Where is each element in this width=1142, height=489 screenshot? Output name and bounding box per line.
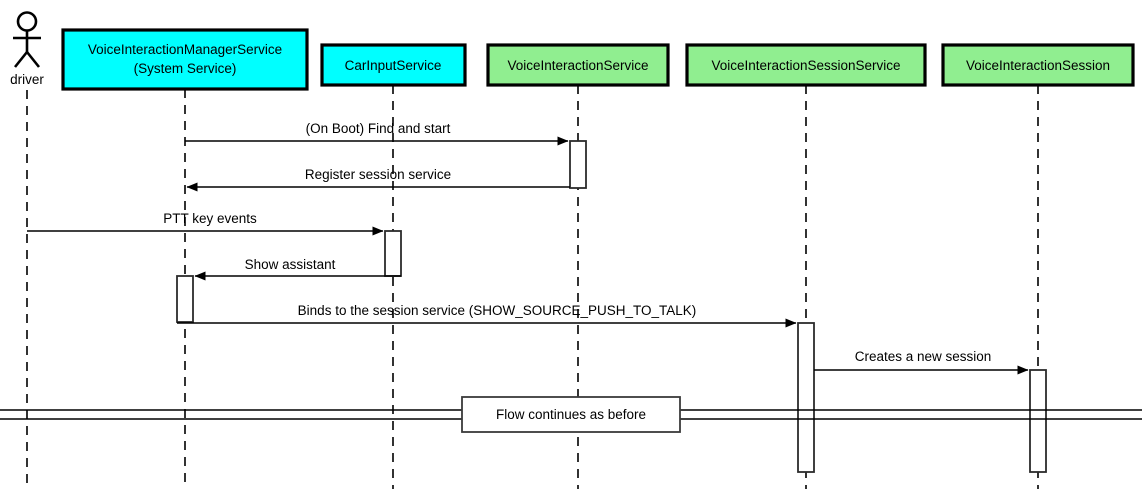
actor-leg-left-icon [13, 51, 29, 68]
actor-driver: driver [10, 11, 44, 87]
participant-label-vis: VoiceInteractionService [507, 58, 648, 73]
participant-label-vsession: VoiceInteractionSession [966, 58, 1110, 73]
participant-label-viss: VoiceInteractionSessionService [711, 58, 900, 73]
participant-box-vis[interactable] [486, 43, 670, 87]
message-label-m4: Show assistant [245, 257, 336, 272]
participant-cis[interactable]: CarInputService [320, 43, 467, 87]
actor-leg-right-icon [25, 51, 41, 68]
participant-vis[interactable]: VoiceInteractionService [486, 43, 670, 87]
participant-box-viss[interactable] [685, 43, 927, 87]
activation-bar-vis [569, 140, 587, 189]
activation-bar-viss [797, 322, 815, 473]
activation-bar-cis [384, 230, 402, 277]
participant-box-vims[interactable] [61, 28, 309, 91]
message-label-m3: PTT key events [163, 211, 257, 226]
participant-label-vims-line1: VoiceInteractionManagerService [88, 42, 282, 57]
message-register-session-service: Register session service [186, 167, 570, 192]
participant-label-vims-line2: (System Service) [134, 61, 237, 76]
actor-head-icon [16, 11, 38, 32]
flow-note-label: Flow continues as before [496, 407, 646, 422]
activation-bar-vsession [1029, 369, 1047, 473]
participant-box-cis[interactable] [320, 43, 467, 87]
message-label-m6: Creates a new session [855, 349, 992, 364]
participant-vims[interactable]: VoiceInteractionManagerService (System S… [61, 28, 309, 91]
message-show-assistant: Show assistant [194, 257, 401, 281]
participant-label-cis: CarInputService [345, 58, 442, 73]
message-label-m2: Register session service [305, 167, 451, 182]
message-ptt-key-events: PTT key events [27, 211, 384, 236]
activation-bar-vims [176, 275, 194, 323]
message-binds-to-session-service: Binds to the session service (SHOW_SOURC… [177, 303, 797, 328]
activations-group [176, 140, 1047, 473]
message-label-m1: (On Boot) Find and start [306, 121, 451, 136]
message-label-m5: Binds to the session service (SHOW_SOURC… [298, 303, 697, 318]
message-on-boot-find-and-start: (On Boot) Find and start [185, 121, 569, 146]
participant-box-vsession[interactable] [941, 43, 1135, 87]
flow-break-divider: Flow continues as before [0, 396, 1142, 433]
message-creates-a-new-session: Creates a new session [814, 349, 1029, 375]
participant-viss[interactable]: VoiceInteractionSessionService [685, 43, 927, 87]
participant-vsession[interactable]: VoiceInteractionSession [941, 43, 1135, 87]
actor-label-driver: driver [10, 72, 44, 87]
flow-note-box [461, 396, 681, 433]
